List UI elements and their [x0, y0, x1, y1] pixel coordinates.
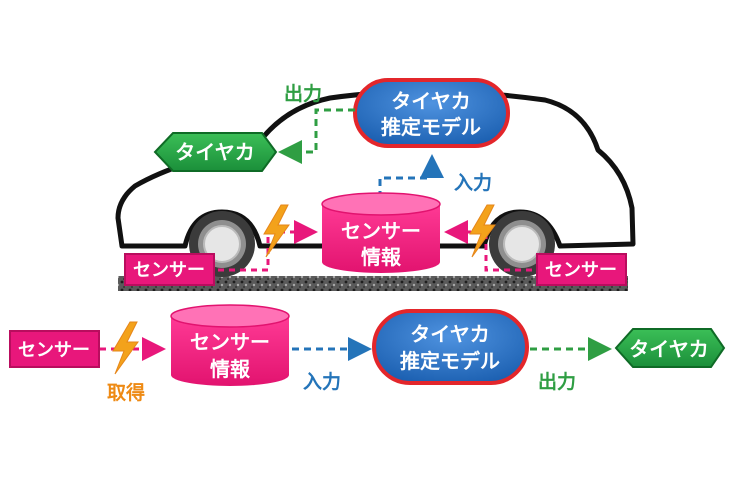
sensor-arrow-right	[444, 220, 532, 272]
output-label-bottom: 出力	[538, 370, 576, 393]
sensor-database-bottom: センサー 情報	[170, 304, 290, 386]
tire-force-model-bottom: タイヤカ 推定モデル	[372, 309, 529, 385]
database-label-line1: センサー	[341, 219, 421, 243]
sensor-label: センサー	[18, 340, 90, 361]
model-label-line1: タイヤカ	[410, 322, 489, 346]
database-label-line2: 情報	[361, 245, 402, 269]
sensor-label: センサー	[133, 260, 205, 281]
sensor-box-bottom: センサー	[9, 330, 100, 368]
input-label-top: 入力	[454, 171, 492, 194]
input-label-bottom: 入力	[303, 370, 341, 393]
model-label-line1: タイヤカ	[391, 89, 470, 113]
database-label-line1: センサー	[190, 330, 270, 354]
lightning-icon	[263, 204, 290, 258]
database-label-line2: 情報	[210, 357, 251, 381]
tire-force-model-top: タイヤカ 推定モデル	[353, 78, 510, 148]
sensor-box-right: センサー	[536, 253, 627, 286]
sensor-database-top: センサー 情報	[321, 192, 441, 273]
tire-force-output-top: タイヤカ	[153, 132, 278, 172]
lightning-icon	[112, 321, 139, 375]
model-label-line2: 推定モデル	[381, 115, 481, 139]
tire-force-label: タイヤカ	[175, 140, 254, 164]
acquire-label: 取得	[107, 381, 145, 404]
sensor-box-left: センサー	[124, 253, 215, 286]
tire-force-label: タイヤカ	[629, 337, 708, 361]
output-arrow-top	[278, 108, 355, 164]
tire-force-output-bottom: タイヤカ	[614, 328, 726, 368]
output-label-top: 出力	[284, 82, 322, 105]
model-label-line2: 推定モデル	[400, 349, 500, 373]
lightning-icon	[469, 204, 496, 258]
ground-texture	[118, 276, 628, 291]
sensor-label: センサー	[545, 260, 617, 281]
